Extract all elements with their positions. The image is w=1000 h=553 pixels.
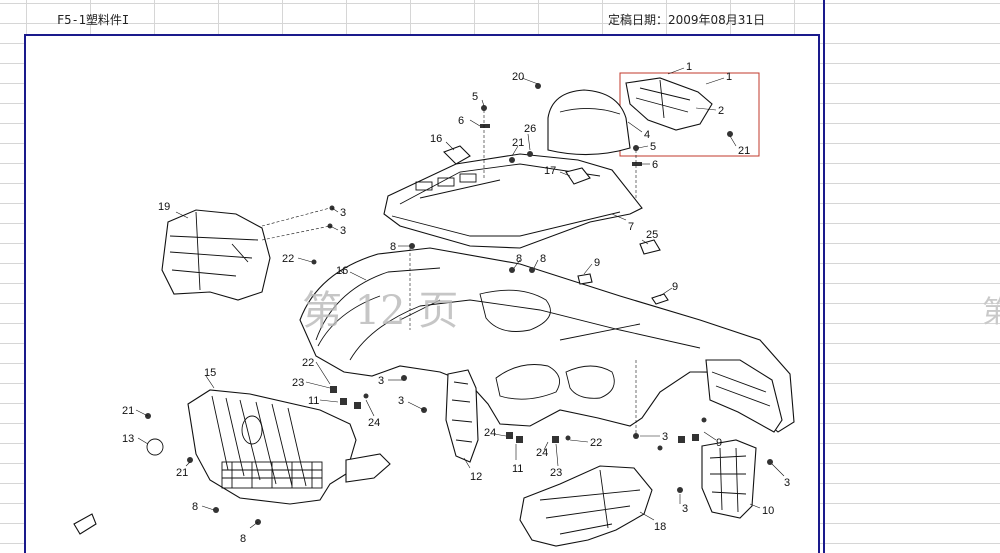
callout-25: 25 (646, 229, 658, 241)
part-side-bracket (445, 369, 479, 463)
callout-24: 24 (484, 427, 496, 439)
callout-8: 8 (240, 533, 246, 545)
callout-26: 26 (524, 123, 536, 135)
callout-11: 11 (308, 395, 319, 407)
callout-24: 24 (536, 447, 548, 459)
fasteners (145, 83, 773, 525)
callout-10: 10 (762, 505, 774, 517)
callout-9: 9 (672, 281, 678, 293)
part-main-fender (299, 247, 795, 433)
callout-22: 22 (302, 357, 314, 369)
callout-5: 5 (472, 91, 478, 103)
callout-3: 3 (682, 503, 688, 515)
callout-8: 8 (516, 253, 522, 265)
callout-1: 1 (726, 71, 732, 83)
callout-2: 2 (718, 105, 724, 117)
spreadsheet-margin (823, 0, 1000, 553)
callout-14: 15 (204, 367, 216, 379)
part-pin-25 (639, 239, 661, 255)
part-clip-16-left (443, 145, 471, 165)
callout-1: 1 (686, 61, 692, 73)
callout-3: 3 (662, 431, 668, 443)
callout-3: 3 (378, 375, 384, 387)
callout-23: 23 (550, 467, 562, 479)
callout-9: 9 (716, 437, 722, 449)
callout-22: 22 (282, 253, 294, 265)
callout-21: 21 (176, 467, 188, 479)
callout-11: 11 (512, 463, 523, 475)
part-badge (73, 513, 97, 535)
callout-13: 13 (122, 433, 134, 445)
part-side-cover-left (161, 209, 271, 301)
callout-6: 6 (458, 115, 464, 127)
leader-lines (135, 67, 785, 529)
callout-8: 8 (390, 241, 396, 253)
callout-5: 5 (650, 141, 656, 153)
diagram-title: F5-1塑料件I (57, 13, 130, 27)
callout-20: 21 (512, 137, 524, 149)
callout-labels: 20 1 1 2 4 21 5 6 16 26 21 17 5 6 7 25 1… (158, 61, 750, 429)
callout-21: 21 (122, 405, 134, 417)
part-clip-9 (577, 273, 593, 285)
callout-8: 8 (540, 253, 546, 265)
callout-23: 23 (292, 377, 304, 389)
part-headlight-cover (625, 77, 713, 131)
callout-9: 9 (594, 257, 600, 269)
part-front-grille (187, 389, 391, 505)
callout-labels-lower: 21 13 21 8 8 12 24 11 24 23 22 3 9 3 10 … (122, 405, 790, 545)
part-o-ring (146, 438, 164, 456)
callout-3: 3 (398, 395, 404, 407)
part-inner-fender (705, 359, 783, 433)
page-break-line (823, 0, 825, 553)
callout-6: 6 (652, 159, 658, 171)
part-spring-9 (651, 293, 669, 305)
part-mud-guard (519, 465, 653, 547)
watermark-side: 第 (982, 295, 1000, 330)
callout-3: 3 (340, 225, 346, 237)
callout-8: 8 (192, 501, 198, 513)
callout-4: 4 (644, 129, 650, 141)
watermark-page-number: 第 12 页 (302, 288, 458, 334)
callout-19: 21 (738, 145, 750, 157)
callout-7: 7 (628, 221, 634, 233)
callout-22: 22 (590, 437, 602, 449)
part-mud-flap (701, 439, 757, 519)
callout-18: 18 (654, 521, 666, 533)
callout-16: 17 (544, 165, 556, 177)
part-seat-dome (547, 89, 631, 156)
callout-3: 3 (340, 207, 346, 219)
callout-17: 19 (158, 201, 170, 213)
callout-3: 3 (784, 477, 790, 489)
callout-12: 12 (470, 471, 482, 483)
finalized-date: 定稿日期：2009年08月31日 (608, 13, 766, 27)
callout-16: 16 (430, 133, 442, 145)
callout-24: 24 (368, 417, 380, 429)
callout-15: 16 (336, 265, 348, 277)
callout-19: 20 (512, 71, 524, 83)
part-rear-cover (383, 153, 643, 249)
